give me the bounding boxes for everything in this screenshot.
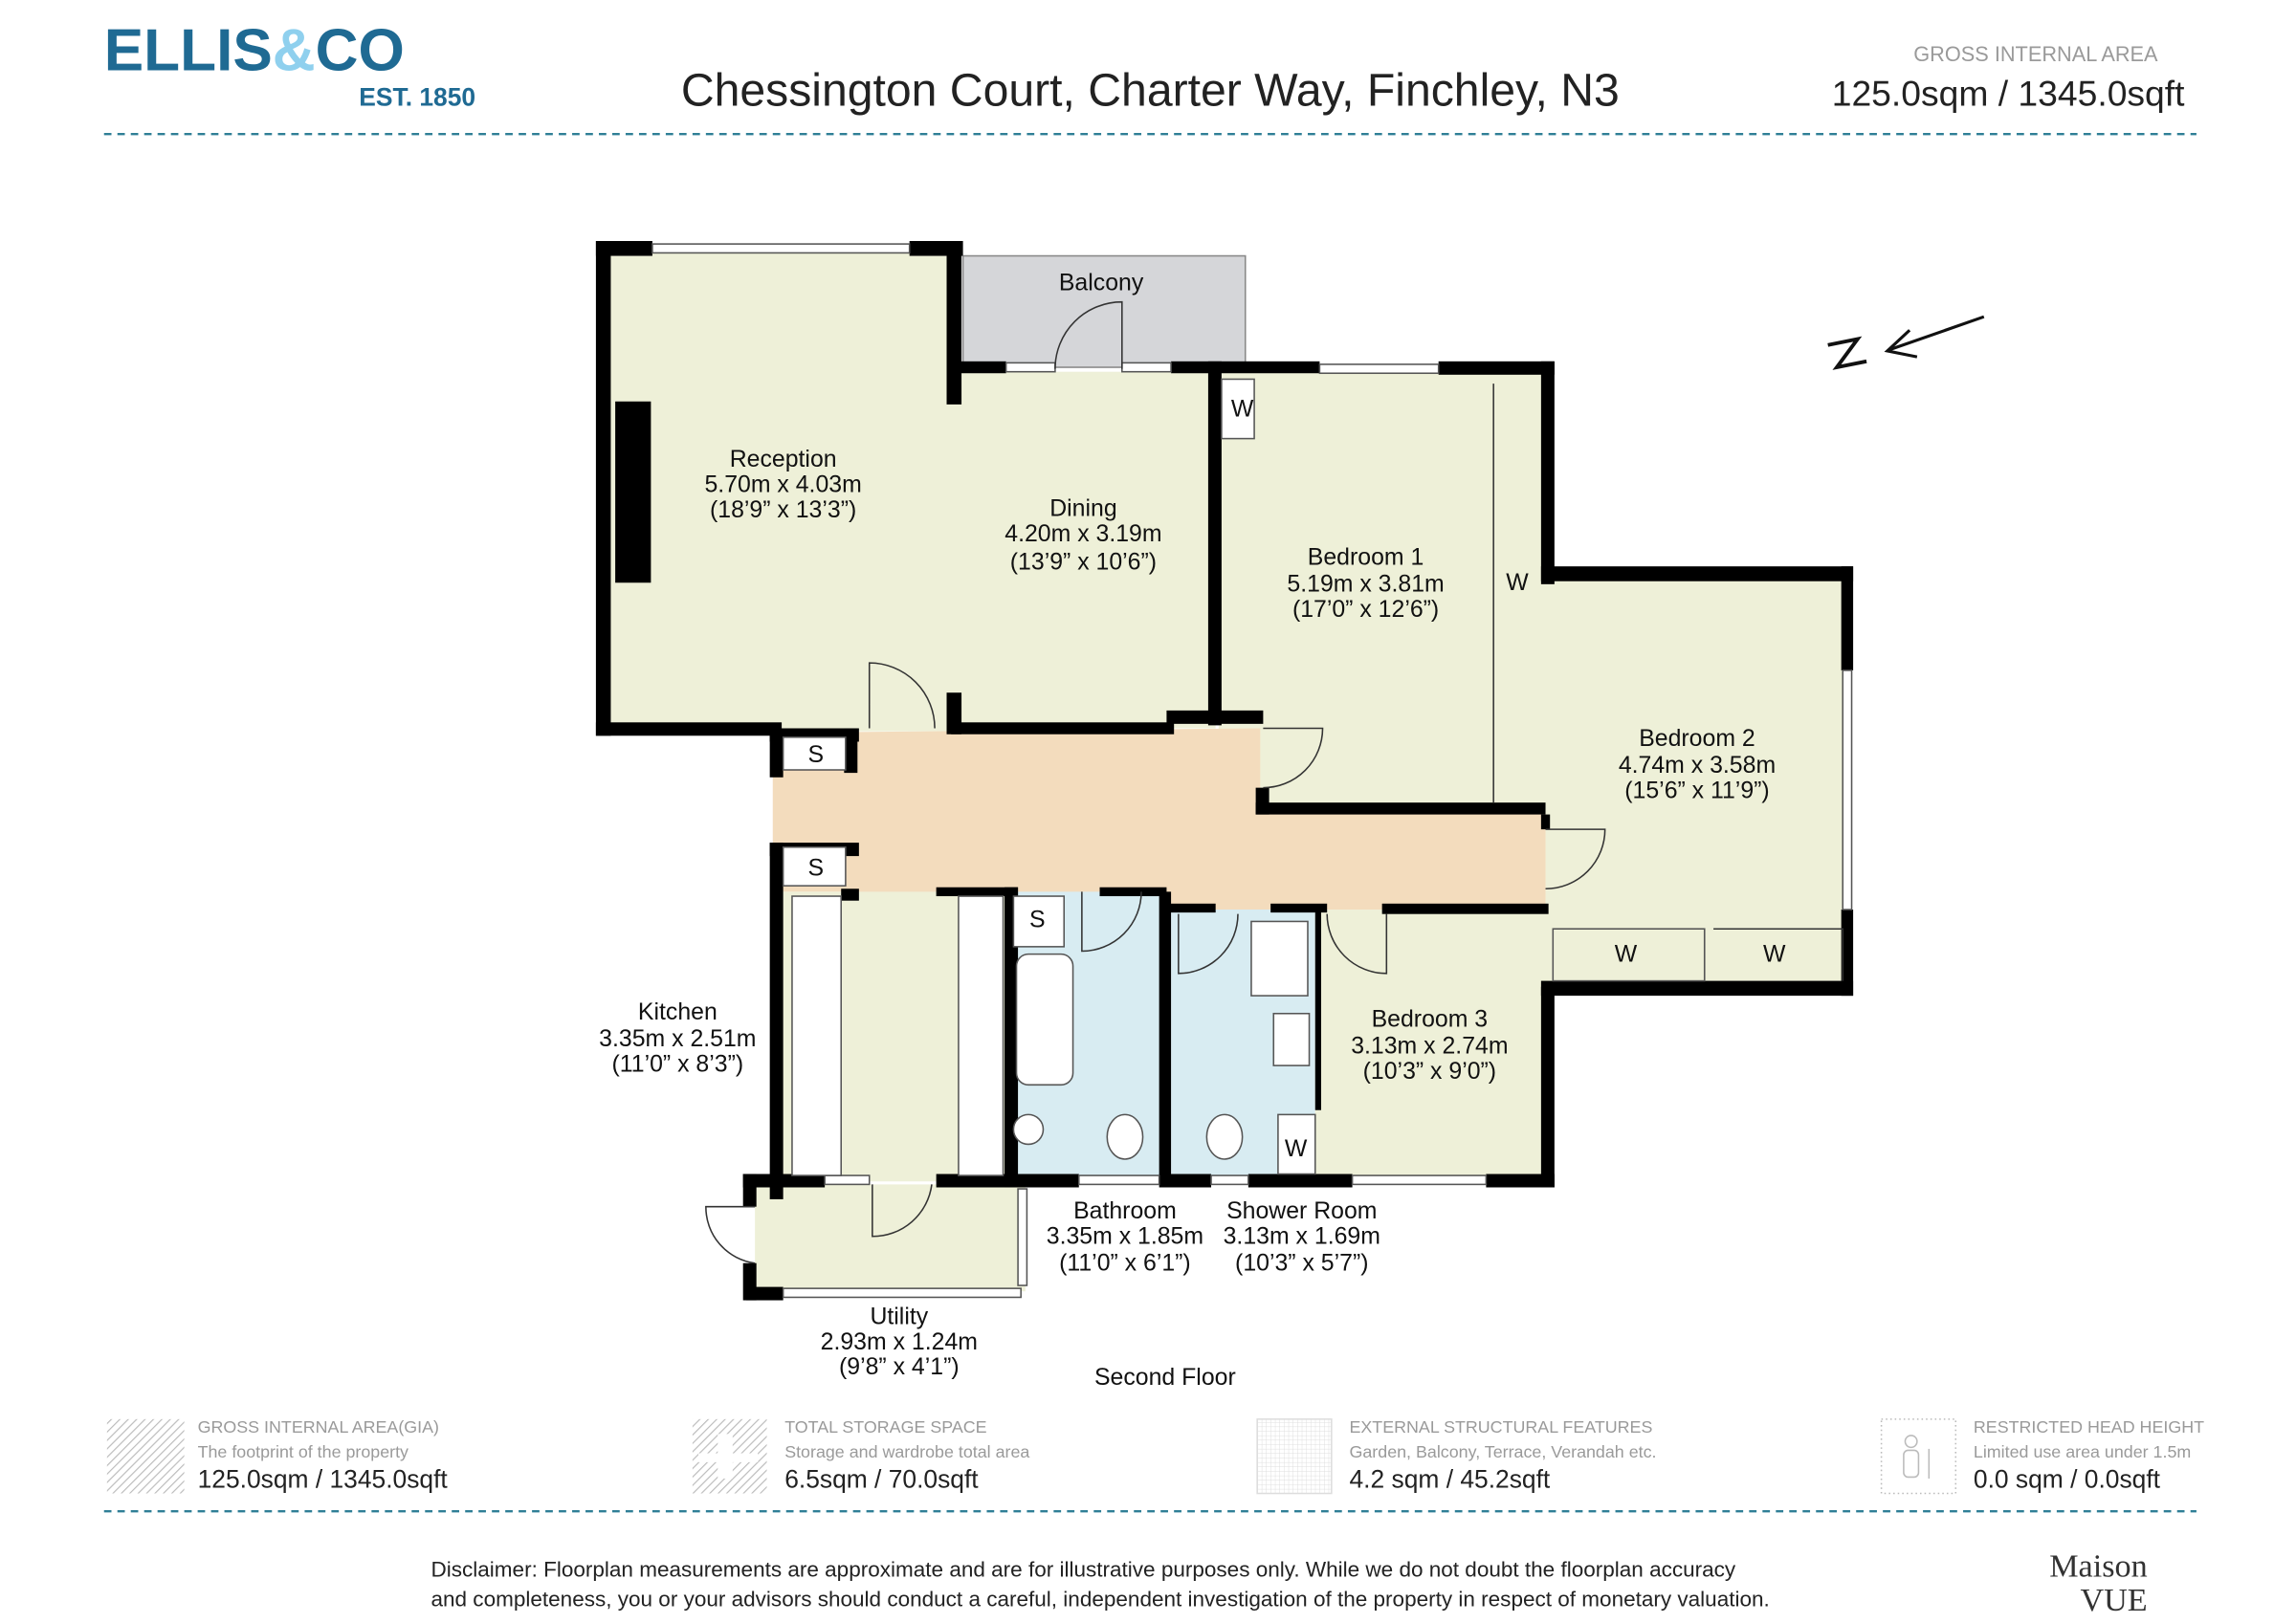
person-icon: [1880, 1418, 1957, 1495]
wardrobe-label: W: [1231, 396, 1254, 422]
logo-amp: &: [273, 17, 316, 83]
bedroom2-label: Bedroom 2 4.74m x 3.58m (15’6” x 11’9”): [1619, 726, 1776, 803]
room-metric: 2.93m x 1.24m: [821, 1329, 978, 1355]
logo: ELLIS&CO EST. 1850: [104, 17, 475, 111]
room-name: Bedroom 1: [1308, 545, 1424, 571]
logo-co: CO: [316, 17, 405, 83]
wardrobe-label: W: [1763, 941, 1786, 967]
room-metric: 4.74m x 3.58m: [1619, 753, 1776, 779]
room-metric: 5.19m x 3.81m: [1287, 572, 1444, 598]
utility-label: Utility 2.93m x 1.24m (9’8” x 4’1”): [821, 1304, 978, 1380]
room-name: Shower Room: [1226, 1198, 1377, 1224]
balcony-label: Balcony: [1059, 270, 1144, 296]
legend-external: EXTERNAL STRUCTURAL FEATURES Garden, Bal…: [1256, 1417, 1656, 1495]
legend-desc: Storage and wardrobe total area: [784, 1442, 1029, 1461]
legend-title: RESTRICTED HEAD HEIGHT: [1974, 1417, 2204, 1437]
wardrobe-label: W: [1506, 570, 1529, 596]
room-imperial: (9’8” x 4’1”): [839, 1354, 960, 1380]
legend-head-height: RESTRICTED HEAD HEIGHT Limited use area …: [1880, 1417, 2204, 1495]
wardrobe-label: W: [1615, 941, 1638, 967]
room-imperial: (11’0” x 8’3”): [612, 1051, 744, 1077]
dining-label: Dining 4.20m x 3.19m (13’9” x 10’6”): [1004, 495, 1161, 575]
legend-gia: GROSS INTERNAL AREA(GIA) The footprint o…: [106, 1417, 449, 1494]
legend-desc: Limited use area under 1.5m: [1974, 1442, 2191, 1461]
logo-est: EST. 1850: [359, 83, 475, 112]
room-metric: 3.13m x 1.69m: [1224, 1224, 1380, 1250]
disclaimer-line-1: Disclaimer: Floorplan measurements are a…: [430, 1558, 1735, 1582]
maison-vue-logo: Maison VUE: [2049, 1548, 2147, 1618]
room-metric: 4.20m x 3.19m: [1004, 521, 1161, 547]
room-metric: 3.35m x 2.51m: [599, 1026, 756, 1052]
compass-north-arrow-icon: [1827, 315, 1985, 370]
legend-title: GROSS INTERNAL AREA(GIA): [198, 1417, 439, 1437]
room-name: Kitchen: [638, 999, 718, 1025]
gia-label: GROSS INTERNAL AREA: [1913, 42, 2158, 66]
room-name: Utility: [870, 1304, 928, 1329]
room-name: Reception: [730, 447, 837, 472]
walls: [595, 240, 1854, 1301]
hallway-area: [772, 728, 1546, 910]
diagonal-hatch-icon: [106, 1418, 185, 1494]
legend-value: 6.5sqm / 70.0sqft: [784, 1464, 979, 1493]
room-imperial: (13’9” x 10’6”): [1010, 549, 1157, 575]
room-name: Bedroom 2: [1639, 726, 1755, 752]
reception-label: Reception 5.70m x 4.03m (18’9” x 13’3”): [704, 447, 861, 523]
maison-text: Maison: [2049, 1548, 2147, 1584]
shower-room-label: Shower Room 3.13m x 1.69m (10’3” x 5’7”): [1224, 1198, 1380, 1276]
bedroom1-label: Bedroom 1 5.19m x 3.81m (17’0” x 12’6”): [1287, 545, 1444, 623]
bathroom-label: Bathroom 3.35m x 1.85m (11’0” x 6’1”): [1047, 1198, 1203, 1276]
dining-area: [951, 371, 1216, 729]
room-imperial: (10’3” x 5’7”): [1235, 1250, 1368, 1276]
legend-value: 125.0sqm / 1345.0sqft: [198, 1464, 449, 1493]
bedroom2-area: [1545, 577, 1847, 981]
disclaimer-line-2: and completeness, you or your advisors s…: [430, 1588, 1769, 1612]
room-metric: 3.35m x 1.85m: [1047, 1224, 1203, 1250]
grid-hatch-icon: [1256, 1418, 1333, 1495]
room-metric: 3.13m x 2.74m: [1351, 1034, 1508, 1060]
svg-text:ELLIS&CO: ELLIS&CO: [104, 17, 405, 83]
room-metric: 5.70m x 4.03m: [704, 472, 861, 498]
legend-storage: TOTAL STORAGE SPACE Storage and wardrobe…: [692, 1417, 1029, 1494]
legend-title: TOTAL STORAGE SPACE: [784, 1417, 986, 1437]
room-imperial: (17’0” x 12’6”): [1292, 597, 1439, 623]
storage-hatch-icon: [692, 1418, 767, 1494]
property-title: Chessington Court, Charter Way, Finchley…: [681, 65, 1620, 117]
room-imperial: (11’0” x 6’1”): [1059, 1250, 1191, 1276]
utility-area: [755, 1184, 1026, 1292]
fixtures: [782, 378, 1706, 1176]
storage-label: S: [808, 855, 825, 881]
room-imperial: (18’9” x 13’3”): [710, 497, 856, 523]
legend-value: 4.2 sqm / 45.2sqft: [1349, 1464, 1550, 1493]
room-name: Bedroom 3: [1372, 1007, 1489, 1033]
bedroom3-area: [1314, 910, 1549, 1182]
wardrobe-label: W: [1285, 1136, 1308, 1162]
bedroom3-label: Bedroom 3 3.13m x 2.74m (10’3” x 9’0”): [1351, 1007, 1508, 1085]
gia-value: 125.0sqm / 1345.0sqft: [1832, 74, 2185, 114]
room-imperial: (15’6” x 11’9”): [1624, 779, 1769, 804]
vue-text: VUE: [2080, 1583, 2147, 1618]
legend-desc: The footprint of the property: [198, 1442, 408, 1461]
storage-label: S: [808, 742, 825, 768]
logo-main: ELLIS: [104, 17, 273, 83]
room-name: Bathroom: [1073, 1198, 1177, 1224]
room-imperial: (10’3” x 9’0”): [1363, 1059, 1496, 1085]
balcony-area: [961, 254, 1247, 368]
floor-label: Second Floor: [1094, 1365, 1236, 1391]
storage-label: S: [1029, 908, 1046, 933]
legend-desc: Garden, Balcony, Terrace, Verandah etc.: [1349, 1442, 1656, 1461]
floorplan: [595, 240, 1985, 1301]
reception-area: [602, 245, 953, 732]
room-name: Dining: [1049, 495, 1116, 521]
kitchen-label: Kitchen 3.35m x 2.51m (11’0” x 8’3”): [599, 999, 756, 1077]
legend-title: EXTERNAL STRUCTURAL FEATURES: [1349, 1417, 1652, 1437]
legend-value: 0.0 sqm / 0.0sqft: [1974, 1464, 2161, 1493]
